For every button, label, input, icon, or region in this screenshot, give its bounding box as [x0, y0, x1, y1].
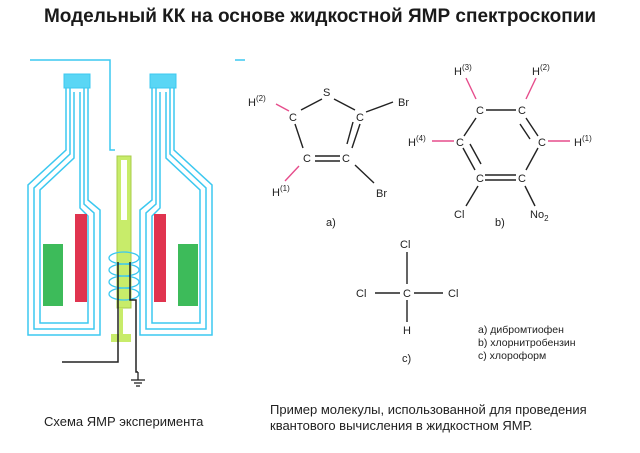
atom-cl: Cl: [448, 288, 458, 300]
atom-c: C: [289, 112, 297, 124]
rf-wires: [62, 262, 138, 373]
example-caption: Пример молекулы, использованной для пров…: [270, 402, 587, 434]
atom-s: S: [323, 87, 330, 99]
atom-h2: H(2): [532, 63, 550, 78]
cyan-inlet-line: [30, 59, 115, 151]
left-green-coil: [43, 244, 63, 306]
nmr-apparatus: [27, 59, 245, 387]
atom-br: Br: [376, 188, 387, 200]
sample-tube-inner: [121, 160, 127, 220]
page-title: Модельный КК на основе жидкостной ЯМР сп…: [43, 6, 597, 27]
atom-br: Br: [398, 97, 409, 109]
right-red-coil: [154, 214, 166, 302]
atom-cl: Cl: [356, 288, 366, 300]
tube-holder: [111, 334, 131, 342]
atom-h1: H(1): [574, 134, 592, 149]
example-caption-line2: квантового вычисления в жидкостном ЯМР.: [270, 418, 533, 433]
right-green-coil: [178, 244, 198, 306]
atom-c: C: [476, 105, 484, 117]
group-no2: No2: [530, 209, 549, 223]
atom-h: H: [403, 325, 411, 337]
atom-c: C: [356, 112, 364, 124]
molecule-a-label: a): [326, 217, 336, 229]
legend-item-b: b) хлорнитробензин: [478, 337, 576, 349]
atom-c: C: [403, 288, 411, 300]
atom-h3: H(3): [454, 63, 472, 78]
left-red-coil: [75, 214, 87, 302]
left-dewar-cap: [63, 73, 91, 89]
molecule-b-label: b): [495, 217, 505, 229]
right-dewar: [139, 88, 213, 336]
molecule-a: S C C C C Br Br H(2) H(1) a): [248, 87, 409, 229]
rf-coil: [108, 251, 140, 301]
atom-h2: H(2): [248, 94, 266, 109]
atom-cl: Cl: [400, 239, 410, 251]
atom-h4: H(4): [408, 134, 426, 149]
right-dewar-cap: [149, 73, 177, 89]
atom-c: C: [518, 105, 526, 117]
atom-c: C: [456, 137, 464, 149]
sample-tube: [116, 155, 132, 309]
atom-cl: Cl: [454, 209, 464, 221]
atom-h1: H(1): [272, 184, 290, 199]
legend-item-a: a) дибромтиофен: [478, 324, 564, 336]
example-caption-line1: Пример молекулы, использованной для пров…: [270, 402, 587, 417]
atom-c: C: [538, 137, 546, 149]
scheme-caption: Схема ЯМР эксперимента: [44, 414, 204, 429]
molecule-legend: a) дибромтиофен b) хлорнитробензин c) хл…: [478, 324, 576, 363]
left-dewar: [27, 88, 101, 336]
molecule-c: C Cl Cl Cl H c): [356, 239, 458, 365]
ground-icon: [131, 372, 145, 387]
atom-c: C: [303, 153, 311, 165]
atom-c: C: [476, 173, 484, 185]
atom-c: C: [518, 173, 526, 185]
molecule-b: C C C C C C H(3) H(2) H(4) H(1) Cl No2 b…: [408, 63, 592, 229]
legend-item-c: c) хлороформ: [478, 350, 547, 362]
atom-c: C: [342, 153, 350, 165]
molecule-c-label: c): [402, 353, 411, 365]
